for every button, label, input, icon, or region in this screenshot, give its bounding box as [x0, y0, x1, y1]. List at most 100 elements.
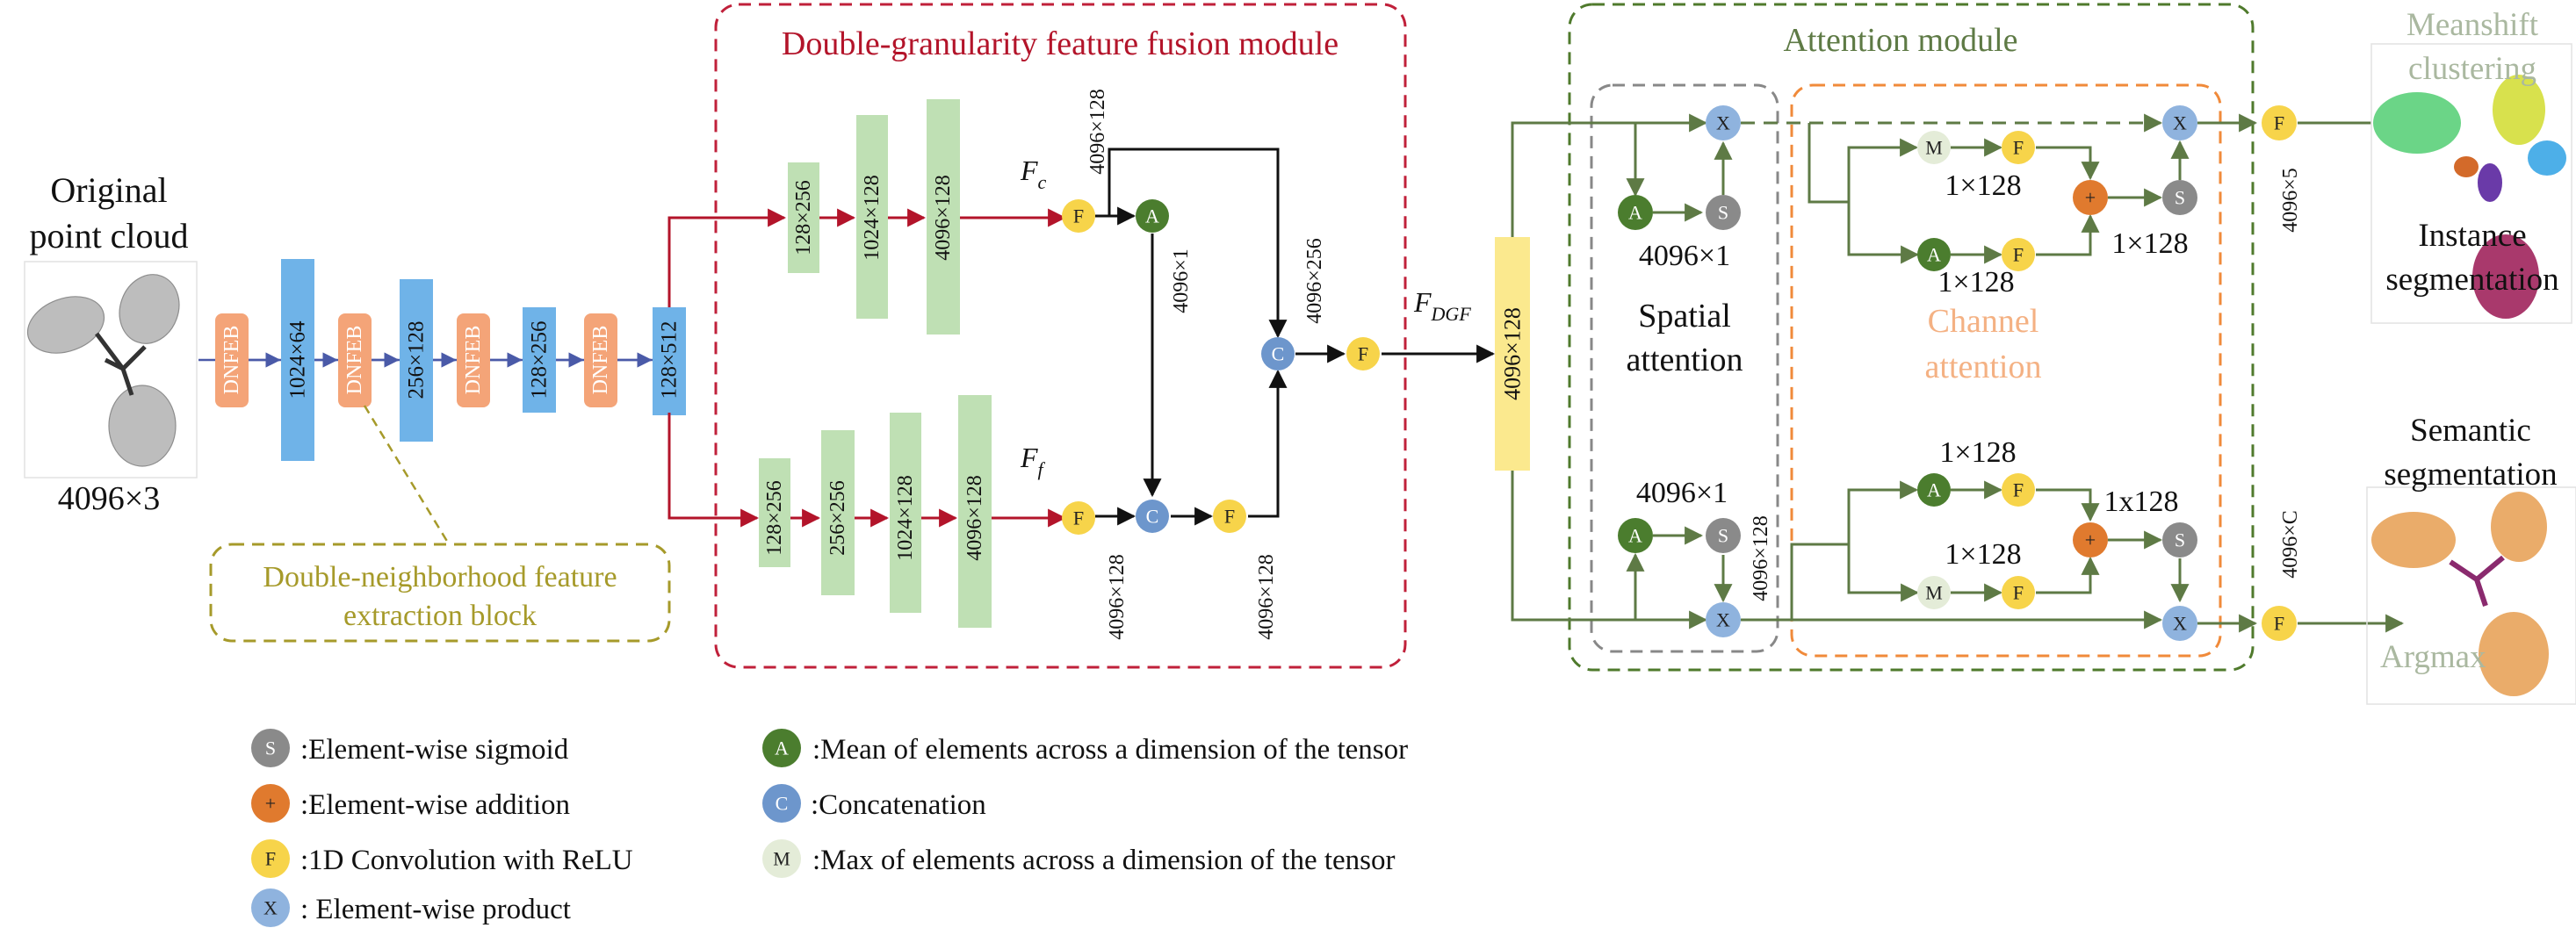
svg-text::Concatenation: :Concatenation — [811, 789, 986, 821]
svg-text:A: A — [1145, 205, 1159, 227]
att-top-dim-3: 1×128 — [1937, 266, 2014, 299]
svg-text:A: A — [1927, 479, 1941, 501]
svg-text::Element-wise addition: :Element-wise addition — [300, 789, 570, 821]
svg-text:+: + — [2085, 529, 2096, 551]
att-bot-dim-1: 4096×1 — [1636, 477, 1728, 509]
svg-text:: Element-wise product: : Element-wise product — [300, 894, 571, 925]
instance-conv-node: F — [2262, 105, 2297, 140]
legend-item-conv: F :1D Convolution with ReLU — [251, 839, 633, 878]
spatial-sigmoid-node-bottom: S — [1706, 518, 1741, 553]
spatial-label-1: Spatial — [1638, 298, 1731, 335]
svg-text::Max of elements across a dime: :Max of elements across a dimension of t… — [812, 845, 1396, 876]
svg-text::1D Convolution with ReLU: :1D Convolution with ReLU — [300, 845, 633, 876]
dnfeb-callout: Double-neighborhood feature extraction b… — [209, 405, 671, 643]
att-bot-dim-2: 4096×128 — [1750, 515, 1772, 601]
instance-line-2: segmentation — [2385, 262, 2558, 298]
svg-text:X: X — [1716, 609, 1730, 631]
attention-module: Attention module Spatial attention Chann… — [1568, 3, 2255, 672]
channel-conv-node-bottom-1: F — [2002, 473, 2035, 507]
channel-conv-node-top-1: F — [2002, 131, 2035, 164]
dgf-dim-b: 4096×1 — [1170, 248, 1193, 313]
channel-mean-node-top: A — [1917, 238, 1951, 271]
svg-text:256×256: 256×256 — [826, 480, 849, 556]
svg-text:128×256: 128×256 — [528, 320, 552, 399]
dnfeb-block-3: DNFEB — [457, 313, 490, 407]
channel-product-node-bottom: X — [2162, 606, 2197, 641]
svg-text:C: C — [1272, 343, 1285, 365]
legend: S :Element-wise sigmoid + :Element-wise … — [251, 729, 1408, 927]
svg-text:X: X — [2173, 613, 2187, 635]
ff-label: Ff — [1020, 442, 1046, 480]
semantic-line-2: segmentation — [2384, 457, 2557, 493]
svg-text:+: + — [265, 793, 276, 815]
encoder-block-1024x64: 1024×64 — [281, 259, 314, 461]
svg-text:S: S — [2175, 187, 2185, 209]
svg-text:M: M — [773, 848, 790, 870]
fdgf-block: 4096×128 — [1495, 237, 1530, 471]
att-top-dim-4: 1×128 — [2111, 227, 2188, 260]
svg-text:256×128: 256×128 — [405, 320, 429, 399]
fine-block-4096x128: 4096×128 — [958, 395, 992, 628]
coarse-block-1024x128: 1024×128 — [856, 115, 888, 319]
svg-text:X: X — [1716, 112, 1730, 134]
channel-max-node-bottom: M — [1917, 576, 1951, 609]
svg-text:1024×128: 1024×128 — [861, 175, 884, 261]
svg-text:4096×128: 4096×128 — [963, 475, 986, 561]
input-section: Original point cloud 4096×3 — [24, 170, 198, 517]
att-top-dim-1: 4096×1 — [1639, 240, 1730, 272]
legend-item-max: M :Max of elements across a dimension of… — [762, 839, 1396, 878]
channel-label-1: Channel — [1928, 303, 2039, 340]
channel-mean-node-bottom: A — [1917, 473, 1951, 507]
semantic-conv-node: F — [2262, 606, 2297, 641]
channel-conv-node-top-2: F — [2002, 238, 2035, 271]
coarse-block-128x256: 128×256 — [788, 162, 819, 273]
svg-text:F: F — [265, 848, 276, 870]
channel-product-node-top: X — [2162, 105, 2197, 140]
dnfeb-block-4: DNFEB — [584, 313, 617, 407]
svg-text:+: + — [2085, 187, 2096, 209]
input-point-cloud — [26, 274, 180, 467]
attention-module-title: Attention module — [1783, 22, 2017, 59]
svg-text:X: X — [263, 897, 278, 919]
svg-text:extraction block: extraction block — [343, 600, 537, 632]
dgf-conv-node-coarse: F — [1062, 199, 1095, 233]
svg-text:A: A — [1927, 244, 1941, 266]
channel-sigmoid-node-bottom: S — [2162, 522, 2197, 558]
svg-text:F: F — [1073, 507, 1084, 529]
svg-text:C: C — [776, 793, 789, 815]
svg-text:128×256: 128×256 — [792, 180, 815, 255]
dgf-conv-node-mid: F — [1213, 500, 1246, 533]
svg-text:F: F — [2274, 613, 2284, 635]
input-title-2: point cloud — [29, 216, 188, 255]
svg-text:F: F — [2013, 137, 2024, 159]
dnfeb-block-1: DNFEB — [215, 313, 249, 407]
svg-text:F: F — [1224, 506, 1235, 528]
spatial-attention-box — [1590, 83, 1779, 653]
dgf-conv-node-final: F — [1346, 337, 1380, 370]
fdgf-label: FDGF — [1413, 286, 1471, 325]
meanshift-line-2: clustering — [2408, 51, 2536, 87]
svg-text:DNFEB: DNFEB — [343, 326, 366, 395]
svg-text:1024×128: 1024×128 — [894, 475, 917, 561]
semantic-output: Semantic segmentation Argmax — [2366, 413, 2576, 705]
input-size: 4096×3 — [58, 480, 160, 517]
instance-line-1: Instance — [2418, 218, 2526, 254]
red-branch-to-fine — [667, 413, 760, 528]
svg-text:M: M — [1925, 582, 1943, 604]
channel-sigmoid-node-top: S — [2162, 180, 2197, 215]
channel-label-2: attention — [1925, 349, 2042, 385]
svg-text:F: F — [2013, 479, 2024, 501]
svg-text:DNFEB: DNFEB — [589, 326, 612, 395]
fc-label: Fc — [1020, 155, 1047, 193]
svg-text:1024×64: 1024×64 — [286, 320, 310, 399]
svg-text:S: S — [1718, 202, 1728, 224]
dgf-module: Double-granularity feature fusion module — [714, 3, 1407, 669]
dgf-dim-e: 4096×128 — [1255, 554, 1278, 640]
svg-text:X: X — [2173, 112, 2187, 134]
svg-text:S: S — [2175, 529, 2185, 551]
dgf-dim-a: 4096×128 — [1086, 89, 1109, 175]
red-branch-to-coarse — [667, 208, 787, 307]
instance-output: Meanshift clustering Instance segmentati… — [2370, 7, 2572, 324]
meanshift-line-1: Meanshift — [2406, 7, 2539, 43]
dgf-mean-node: A — [1136, 199, 1169, 233]
